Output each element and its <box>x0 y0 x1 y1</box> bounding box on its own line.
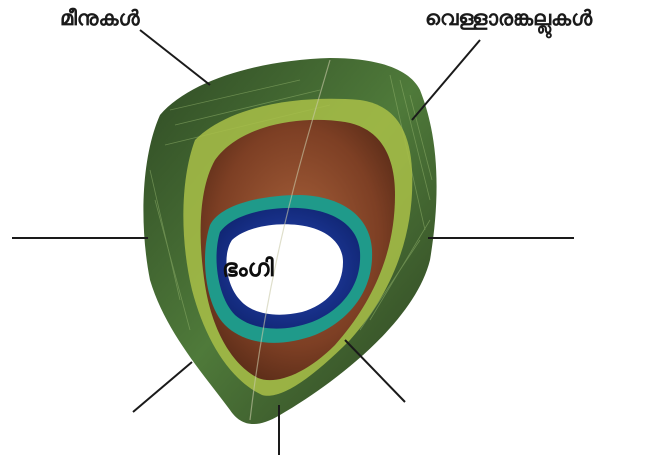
leader-lines <box>12 29 574 455</box>
label-top-right: വെള്ളാരങ്കല്ലുകൾ <box>425 6 593 30</box>
feather-white-center <box>226 224 343 315</box>
label-top-left: മീനുകൾ <box>60 6 140 30</box>
leader-line-top-right <box>411 39 481 121</box>
leader-line-top-left <box>139 29 211 86</box>
feather-shaft <box>249 59 331 421</box>
label-center: ഭംഗി <box>222 254 274 282</box>
leader-line-lower-right <box>344 339 406 403</box>
leader-line-lower-left <box>132 361 193 413</box>
